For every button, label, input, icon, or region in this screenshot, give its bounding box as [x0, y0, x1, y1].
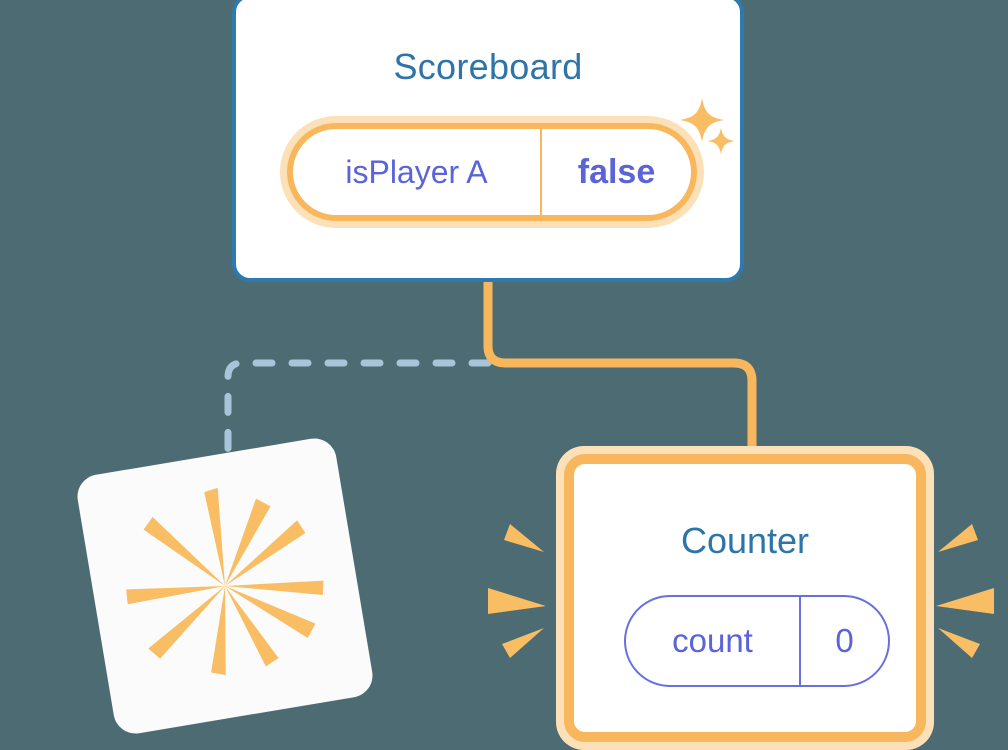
sparkle-small-icon	[707, 127, 735, 155]
counter-title: Counter	[680, 520, 810, 561]
node-card-blank[interactable]	[74, 435, 376, 737]
sparkle-large-icon	[680, 98, 724, 142]
scoreboard-state-pill[interactable]: isPlayer A false	[280, 116, 704, 228]
scoreboard-state-pill-inner: isPlayer A false	[287, 123, 697, 221]
counter-state-pill[interactable]: count 0	[624, 595, 890, 687]
node-card-counter[interactable]: Counter count 0	[556, 446, 934, 750]
counter-state-key: count	[626, 597, 801, 685]
scoreboard-state-key: isPlayer A	[293, 129, 542, 215]
scoreboard-state-value: false	[577, 152, 656, 191]
counter-state-value: 0	[835, 622, 854, 659]
connector-scoreboard-to-counter	[483, 282, 757, 470]
counter-right-rays-icon	[936, 524, 994, 658]
node-card-scoreboard[interactable]: Scoreboard isPlayer A false	[232, 0, 744, 282]
node-card-counter-inner: Counter count 0	[564, 454, 926, 742]
scoreboard-title: Scoreboard	[393, 46, 583, 87]
counter-left-rays-icon	[488, 524, 546, 658]
burst-rays-icon	[126, 487, 324, 676]
